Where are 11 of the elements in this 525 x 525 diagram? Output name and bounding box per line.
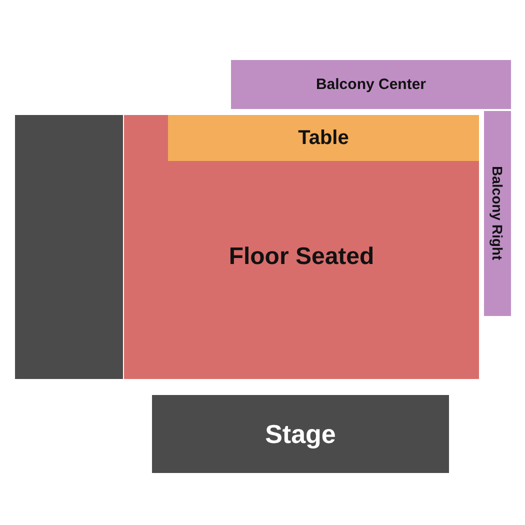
balcony-center-section — [231, 60, 511, 109]
balcony-right-section — [484, 111, 511, 316]
unlabeled-section — [15, 115, 123, 379]
table-section — [168, 115, 479, 161]
section-label: Balcony Center — [316, 76, 426, 93]
section-label: Stage — [265, 418, 336, 450]
section-label: Floor Seated — [228, 243, 374, 271]
section-label: Table — [298, 126, 349, 150]
section-label: Balcony Right — [490, 166, 506, 261]
stage — [152, 395, 449, 473]
floor-seated-section — [124, 115, 479, 379]
